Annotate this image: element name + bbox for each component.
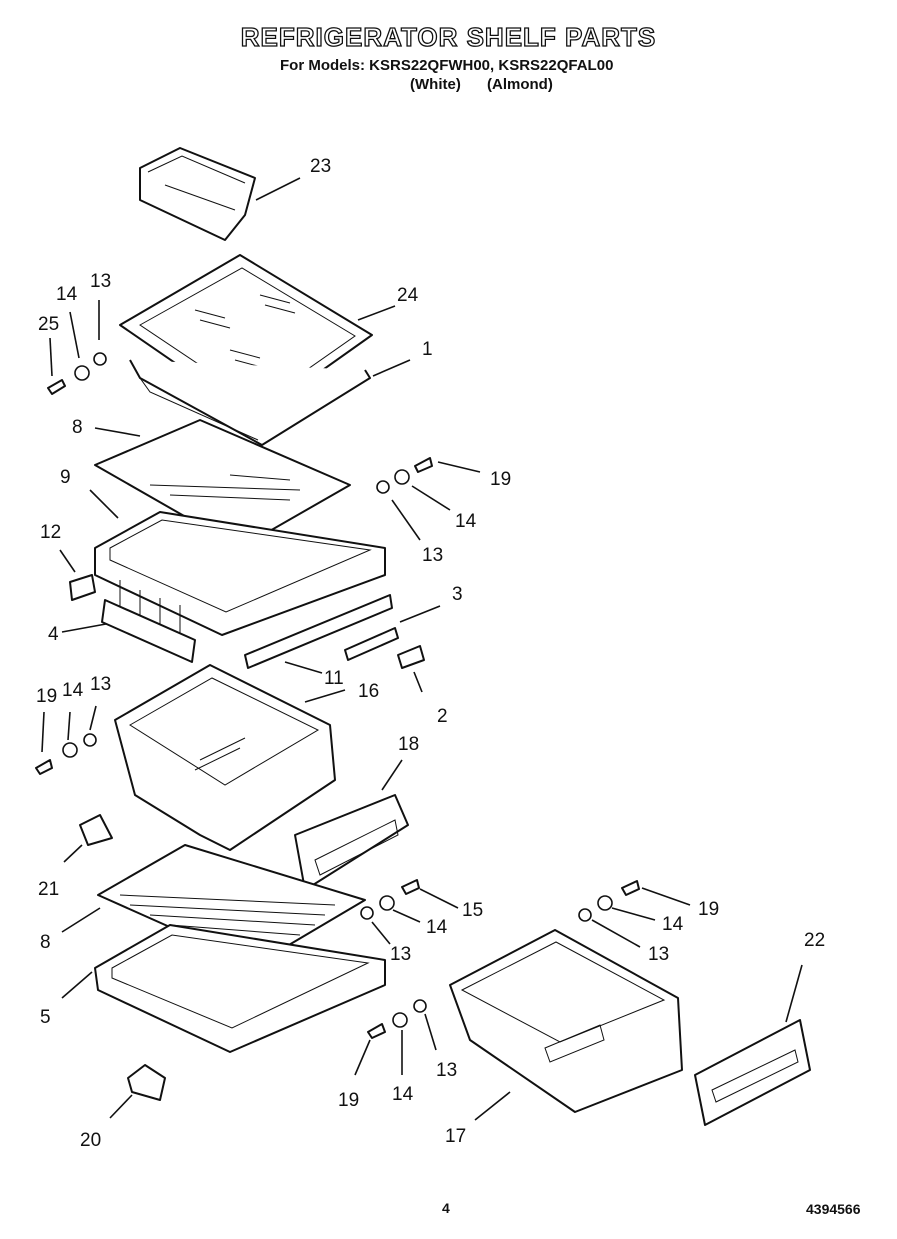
part-21 xyxy=(79,814,113,846)
callout-4: 4 xyxy=(48,624,59,645)
variant-almond: (Almond) xyxy=(487,76,553,93)
part-17-bin xyxy=(449,929,683,1113)
callout-24: 24 xyxy=(397,285,419,306)
callout-8: 8 xyxy=(72,417,83,438)
part-22-front xyxy=(694,1019,811,1126)
callout-22: 22 xyxy=(804,930,825,951)
models-line: For Models: KSRS22QFWH00, KSRS22QFAL00 xyxy=(280,57,614,74)
callout-17: 17 xyxy=(445,1126,466,1147)
page-title: REFRIGERATOR SHELF PARTS xyxy=(240,21,657,52)
callout-13: 13 xyxy=(436,1060,457,1081)
part-16-crisper xyxy=(114,664,336,851)
callout-14: 14 xyxy=(426,917,448,938)
callout-14: 14 xyxy=(62,680,84,701)
callout-3: 3 xyxy=(452,584,463,605)
callout-11: 11 xyxy=(324,668,344,689)
callout-13: 13 xyxy=(390,944,411,965)
callout-14: 14 xyxy=(455,511,477,532)
callout-14: 14 xyxy=(392,1084,414,1105)
callout-19: 19 xyxy=(490,469,511,490)
callout-14: 14 xyxy=(56,284,78,305)
part-9-frame xyxy=(94,511,386,636)
callout-18: 18 xyxy=(398,734,419,755)
callout-9: 9 xyxy=(60,467,71,488)
callout-14: 14 xyxy=(662,914,684,935)
callout-23: 23 xyxy=(310,156,331,177)
callout-2: 2 xyxy=(437,706,448,727)
callout-19: 19 xyxy=(36,686,57,707)
callout-16: 16 xyxy=(358,681,379,702)
callout-13: 13 xyxy=(90,271,111,292)
leader-lines xyxy=(41,177,803,1121)
callout-15: 15 xyxy=(462,900,483,921)
page-number: 4 xyxy=(442,1200,450,1216)
document-number: 4394566 xyxy=(806,1201,861,1217)
part-5-frame xyxy=(94,924,386,1053)
callout-13: 13 xyxy=(90,674,111,695)
callout-13: 13 xyxy=(648,944,669,965)
callout-1: 1 xyxy=(422,339,433,360)
part-1-frame xyxy=(129,359,371,446)
callout-19: 19 xyxy=(698,899,719,920)
callout-20: 20 xyxy=(80,1130,101,1151)
callout-12: 12 xyxy=(40,522,61,543)
callout-19: 19 xyxy=(338,1090,359,1111)
part-20 xyxy=(127,1064,166,1101)
part-18-front xyxy=(294,794,409,891)
callout-5: 5 xyxy=(40,1007,51,1028)
callout-8: 8 xyxy=(40,932,51,953)
callout-13: 13 xyxy=(422,545,443,566)
part-23-bin xyxy=(139,147,256,241)
variant-white: (White) xyxy=(410,76,461,93)
callout-labels: 23 24 1 13 14 25 8 9 19 14 13 12 3 4 11 … xyxy=(36,156,825,1151)
parts-rails xyxy=(69,574,425,669)
fasteners xyxy=(35,352,640,1039)
callout-25: 25 xyxy=(38,314,59,335)
callout-21: 21 xyxy=(38,879,59,900)
